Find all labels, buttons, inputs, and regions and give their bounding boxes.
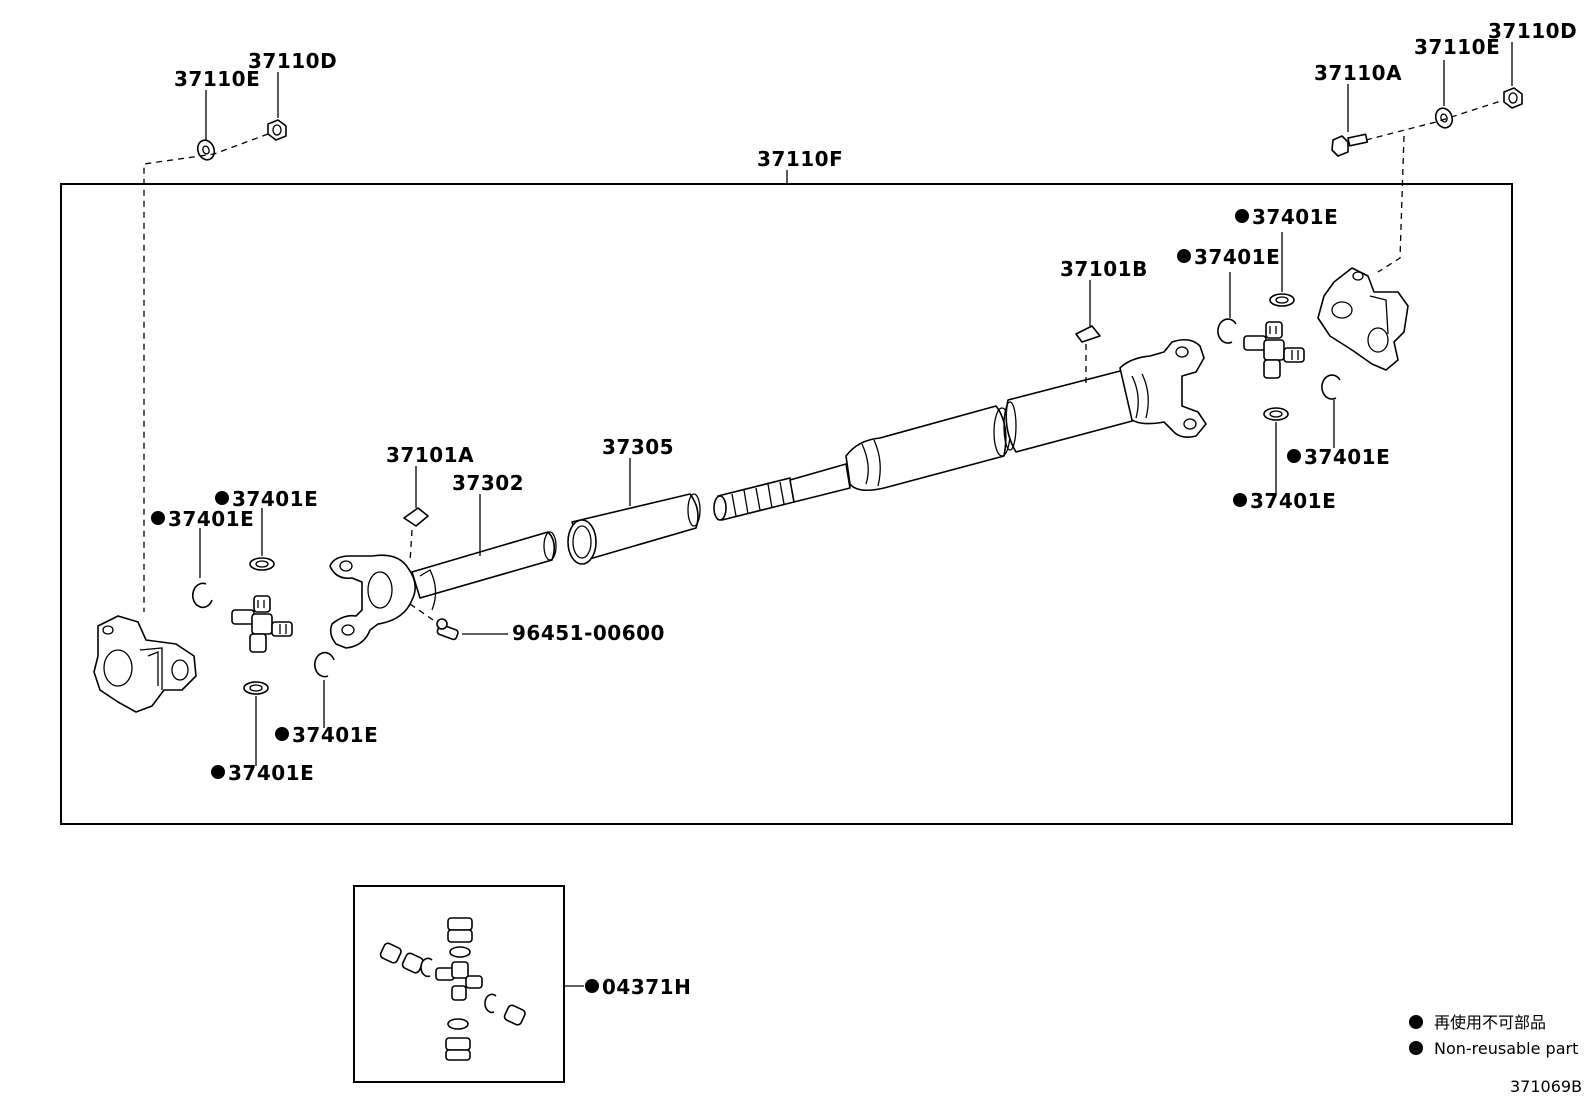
legend-japanese: 再使用不可部品 <box>1434 1013 1546 1032</box>
left-flange-yoke-icon[interactable] <box>93 615 197 713</box>
propeller-shaft-tube-icon[interactable] <box>713 338 1207 521</box>
label-snap-ring[interactable]: 37401E <box>292 723 378 747</box>
washer-right-icon[interactable] <box>1433 106 1455 130</box>
label-snap-ring[interactable]: 37401E <box>1252 205 1338 229</box>
label-snap-ring[interactable]: 37401E <box>1250 489 1336 513</box>
label-snap-ring[interactable]: 37401E <box>168 507 254 531</box>
label-nut-right[interactable]: 37110D <box>1488 19 1577 43</box>
left-spider-icon[interactable] <box>231 595 293 653</box>
non-reusable-marker-icon <box>1233 493 1247 507</box>
snap-ring-icon[interactable] <box>313 651 335 678</box>
snap-ring-icon[interactable] <box>1321 374 1341 400</box>
label-balance-piece-rear[interactable]: 37101B <box>1060 257 1148 281</box>
non-reusable-marker-icon <box>1177 249 1191 263</box>
non-reusable-marker-icon <box>1287 449 1301 463</box>
non-reusable-marker-icon <box>211 765 225 779</box>
sleeve-yoke-icon[interactable] <box>329 531 557 649</box>
spider-kit-frame <box>353 885 565 1083</box>
label-washer-left[interactable]: 37110E <box>174 67 260 91</box>
legend-english: Non-reusable part <box>1434 1039 1578 1058</box>
diagram-id: 371069B <box>1510 1077 1582 1096</box>
nut-right-icon[interactable] <box>1503 87 1523 109</box>
washer-left-icon[interactable] <box>195 138 217 162</box>
label-snap-ring[interactable]: 37401E <box>1194 245 1280 269</box>
label-balance-piece-front[interactable]: 37101A <box>386 443 474 467</box>
balance-piece-rear-icon[interactable] <box>1075 325 1101 343</box>
label-washer-right[interactable]: 37110E <box>1414 35 1500 59</box>
non-reusable-marker-icon <box>151 511 165 525</box>
legend-marker-icon <box>1409 1041 1423 1055</box>
non-reusable-marker-icon <box>215 491 229 505</box>
non-reusable-marker-icon <box>585 979 599 993</box>
label-sleeve-yoke[interactable]: 37302 <box>452 471 524 495</box>
grease-fitting-icon[interactable] <box>436 618 459 641</box>
snap-ring-icon[interactable] <box>1217 318 1237 344</box>
label-dust-boot[interactable]: 37305 <box>602 435 674 459</box>
snap-ring-icon[interactable] <box>1263 407 1289 421</box>
spider-kit-icon[interactable] <box>379 917 526 1061</box>
label-frame-assembly[interactable]: 37110F <box>757 147 843 171</box>
label-bolt-right[interactable]: 37110A <box>1314 61 1402 85</box>
non-reusable-marker-icon <box>275 727 289 741</box>
label-grease-fitting[interactable]: 96451-00600 <box>512 621 665 645</box>
nut-left-icon[interactable] <box>267 119 287 141</box>
snap-ring-icon[interactable] <box>1269 293 1295 307</box>
snap-ring-icon[interactable] <box>243 681 269 695</box>
right-flange-yoke-icon[interactable] <box>1317 267 1409 371</box>
legend-marker-icon <box>1409 1015 1423 1029</box>
snap-ring-icon[interactable] <box>249 557 275 571</box>
label-nut-left[interactable]: 37110D <box>248 49 337 73</box>
bolt-right-icon[interactable] <box>1331 133 1369 157</box>
label-snap-ring[interactable]: 37401E <box>232 487 318 511</box>
snap-ring-icon[interactable] <box>191 582 213 609</box>
label-snap-ring[interactable]: 37401E <box>1304 445 1390 469</box>
non-reusable-marker-icon <box>1235 209 1249 223</box>
balance-piece-front-icon[interactable] <box>403 507 429 527</box>
label-spider-kit[interactable]: 04371H <box>602 975 691 999</box>
right-spider-icon[interactable] <box>1243 321 1305 379</box>
label-snap-ring[interactable]: 37401E <box>228 761 314 785</box>
dust-boot-icon[interactable] <box>567 493 701 565</box>
